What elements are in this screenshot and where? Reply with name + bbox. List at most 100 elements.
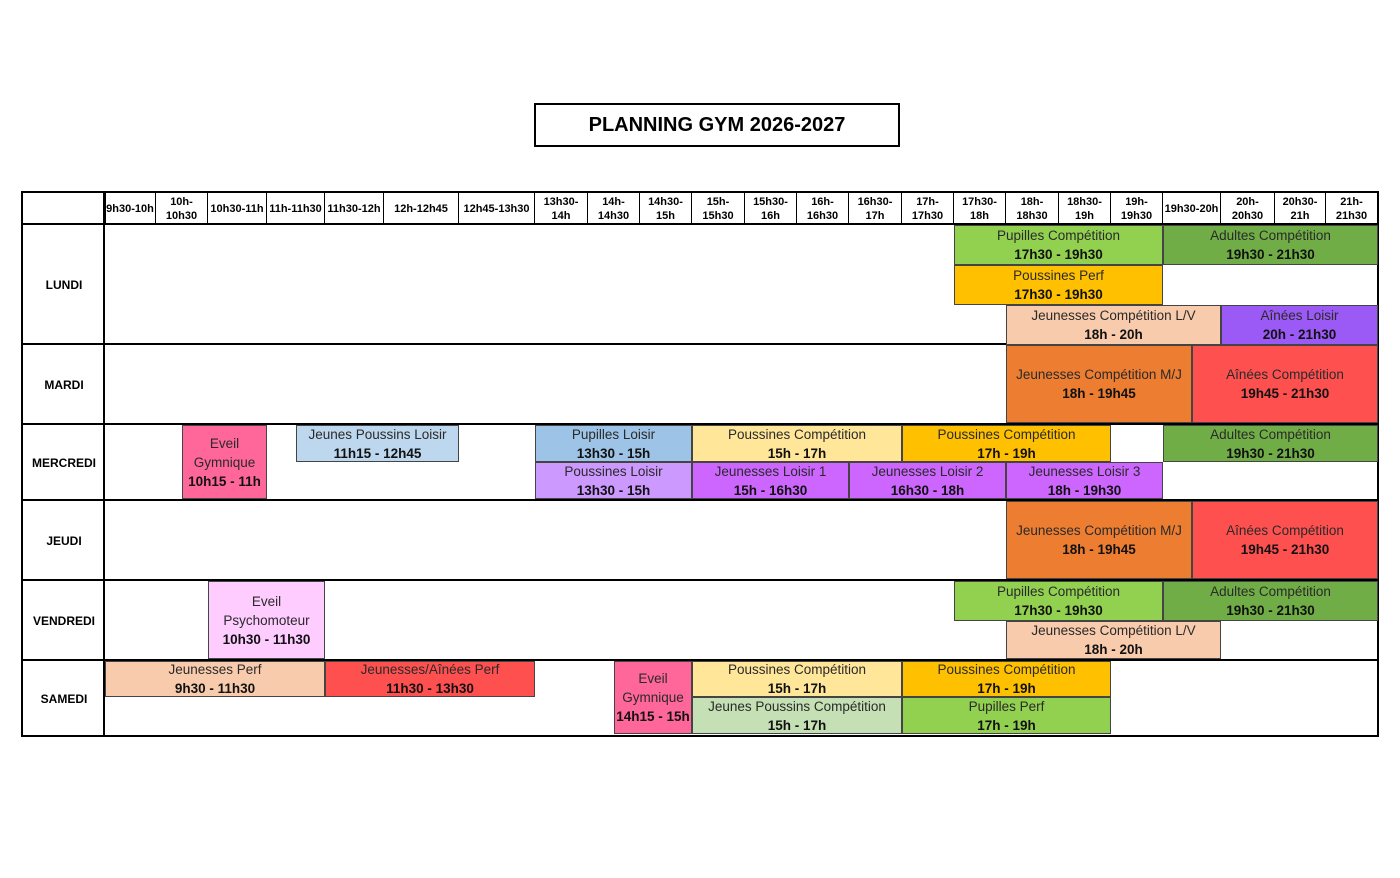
session-title: Jeunes Poussins Compétition: [708, 698, 886, 714]
time-slot-header: 17h30-18h: [954, 193, 1006, 225]
time-slot-header: 14h-14h30: [588, 193, 640, 225]
session-title: Jeunesses/Aînées Perf: [360, 662, 500, 677]
session-title: Poussines Compétition: [937, 426, 1076, 442]
time-slot-header: 12h-12h45: [384, 193, 459, 225]
day-label: SAMEDI: [40, 691, 88, 706]
session-time: 18h - 19h30: [1047, 482, 1122, 498]
session-block: Eveil Gymnique 10h15 - 11h: [182, 425, 267, 499]
session-block: Jeunesses Compétition M/J 18h - 19h45: [1006, 345, 1192, 423]
day-label: JEUDI: [46, 534, 82, 548]
day-label: MARDI: [44, 378, 84, 392]
session-title: Pupilles Perf: [968, 698, 1045, 714]
session-time: 15h - 17h: [767, 681, 827, 696]
time-slot-header: 11h-11h30: [267, 193, 325, 225]
session-time: 13h30 - 15h: [576, 482, 651, 498]
session-time: 15h - 16h30: [733, 482, 808, 498]
session-title: Jeunesses Loisir 1: [714, 463, 827, 479]
session-block: Jeunes Poussins Compétition 15h - 17h: [692, 697, 902, 734]
header-divider: [105, 193, 106, 225]
session-time: 14h15 - 15h: [616, 709, 690, 724]
session-title: Eveil Psychomoteur: [223, 593, 310, 628]
time-slot-header: 11h30-12h: [325, 193, 384, 225]
session-time: 17h30 - 19h30: [1014, 603, 1103, 618]
time-slot-header: 18h30-19h: [1059, 193, 1111, 225]
session-time: 11h15 - 12h45: [333, 445, 422, 461]
session-title: Aînées Compétition: [1226, 523, 1344, 538]
session-title: Poussines Perf: [1013, 268, 1104, 283]
session-time: 19h45 - 21h30: [1240, 542, 1330, 557]
time-slot-header: 10h-10h30: [156, 193, 208, 225]
session-title: Pupilles Loisir: [571, 426, 656, 442]
header-divider: [23, 223, 1377, 225]
row-divider: [23, 659, 1377, 661]
page-title: PLANNING GYM 2026-2027: [534, 103, 900, 147]
row-divider: [23, 423, 1377, 425]
session-block: Poussines Compétition 15h - 17h: [692, 661, 902, 697]
row-divider: [23, 499, 1377, 501]
time-slot-header: 17h-17h30: [902, 193, 954, 225]
session-time: 19h45 - 21h30: [1240, 386, 1330, 401]
time-slot-header: 21h-21h30: [1326, 193, 1378, 225]
session-time: 11h30 - 13h30: [386, 681, 474, 696]
row-divider: [23, 343, 1377, 345]
time-slot-header: 19h-19h30: [1111, 193, 1163, 225]
session-time: 17h - 19h: [977, 445, 1036, 461]
session-title: Jeunesses Compétition L/V: [1031, 308, 1196, 323]
session-title: Poussines Compétition: [727, 426, 867, 442]
session-time: 17h30 - 19h30: [1014, 287, 1103, 302]
time-slot-header: 16h-16h30: [797, 193, 849, 225]
time-slot-header: 15h30-16h: [745, 193, 797, 225]
session-title: Poussines Compétition: [727, 662, 867, 677]
time-slot-header: 20h30-21h: [1275, 193, 1326, 225]
session-time: 20h - 21h30: [1262, 327, 1337, 342]
session-time: 18h - 19h45: [1062, 542, 1136, 557]
session-block: Eveil Psychomoteur 10h30 - 11h30: [208, 581, 325, 659]
session-title: Jeunesses Compétition M/J: [1016, 367, 1182, 382]
session-block: Pupilles Compétition 17h30 - 19h30: [954, 581, 1163, 621]
session-time: 18h - 19h45: [1062, 386, 1136, 401]
session-title: Adultes Compétition: [1210, 426, 1331, 442]
time-slot-header: 12h45-13h30: [459, 193, 535, 225]
session-block: Jeunesses Loisir 1 15h - 16h30: [692, 462, 849, 499]
session-time: 16h30 - 18h: [890, 482, 965, 498]
session-title: Adultes Compétition: [1210, 228, 1331, 243]
session-title: Jeunesses Perf: [168, 662, 262, 677]
session-time: 10h15 - 11h: [188, 473, 261, 489]
session-title: Jeunesses Loisir 2: [871, 463, 984, 479]
day-label: MERCREDI: [31, 456, 96, 470]
session-block: Jeunesses/Aînées Perf 11h30 - 13h30: [325, 661, 535, 697]
time-slot-header: 19h30-20h: [1163, 193, 1221, 225]
session-block: Pupilles Loisir 13h30 - 15h: [535, 425, 692, 462]
time-slot-header: 18h-18h30: [1006, 193, 1059, 225]
session-block: Jeunes Poussins Loisir 11h15 - 12h45: [296, 425, 459, 462]
session-block: Jeunesses Loisir 2 16h30 - 18h: [849, 462, 1006, 499]
session-title: Pupilles Compétition: [996, 584, 1121, 599]
session-title: Poussines Compétition: [937, 662, 1076, 677]
session-time: 10h30 - 11h30: [222, 631, 311, 647]
time-slot-header: 15h-15h30: [692, 193, 745, 225]
session-time: 17h30 - 19h30: [1014, 247, 1103, 262]
day-label: VENDREDI: [32, 614, 95, 628]
session-time: 13h30 - 15h: [576, 445, 651, 461]
time-slot-header: 16h30-17h: [849, 193, 902, 225]
session-title: Jeunes Poussins Loisir: [308, 426, 447, 442]
session-time: 18h - 20h: [1084, 642, 1143, 657]
row-divider: [23, 579, 1377, 581]
session-time: 15h - 17h: [767, 717, 827, 733]
session-title: Eveil Gymnique: [193, 435, 256, 470]
session-title: Jeunesses Compétition L/V: [1031, 623, 1196, 638]
session-time: 18h - 20h: [1084, 327, 1143, 342]
